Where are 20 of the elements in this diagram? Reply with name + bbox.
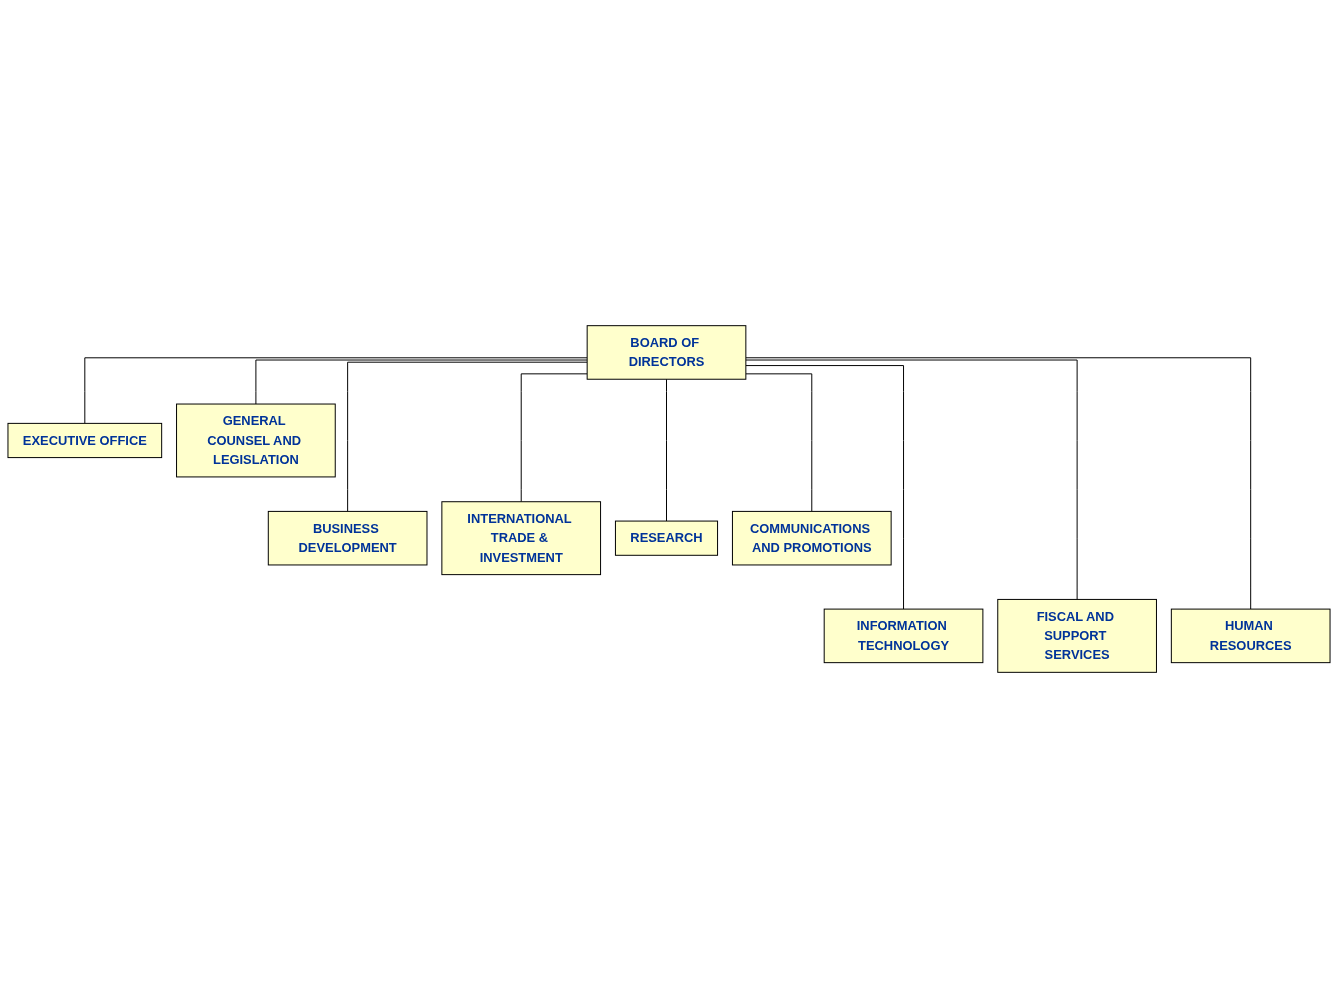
- node-box: [7, 422, 163, 458]
- connector: [666, 378, 667, 522]
- connector: [745, 356, 1252, 610]
- connector: [347, 361, 588, 512]
- connector: [84, 356, 588, 424]
- node-box: [176, 403, 336, 477]
- node-box: [997, 598, 1157, 673]
- connector: [745, 364, 905, 610]
- org-chart: BOARD OF DIRECTORS EXECUTIVE OFFICE GENERAL COUNSEL AND LEGISLATION BUSINESS DEVELOPMENT INTERNATIONAL TRADE & INVESTMENT RESEARCH COMMUNICATIONS AND PROMOTIONS INFORMATION TECHNOLOGY FISCAL AND SUPPORT SERVICES HUMAN RESOURCES: [4, 3, 1334, 994]
- connector: [520, 372, 588, 502]
- node-box: [586, 324, 747, 380]
- node-box: [731, 510, 892, 565]
- node-box: [267, 510, 428, 565]
- node-box: [441, 500, 602, 575]
- node-box: [614, 520, 719, 556]
- connector: [255, 359, 588, 405]
- node-box: [823, 608, 984, 663]
- connector: [745, 359, 1078, 600]
- connector: [745, 372, 813, 512]
- node-box: [1170, 608, 1331, 663]
